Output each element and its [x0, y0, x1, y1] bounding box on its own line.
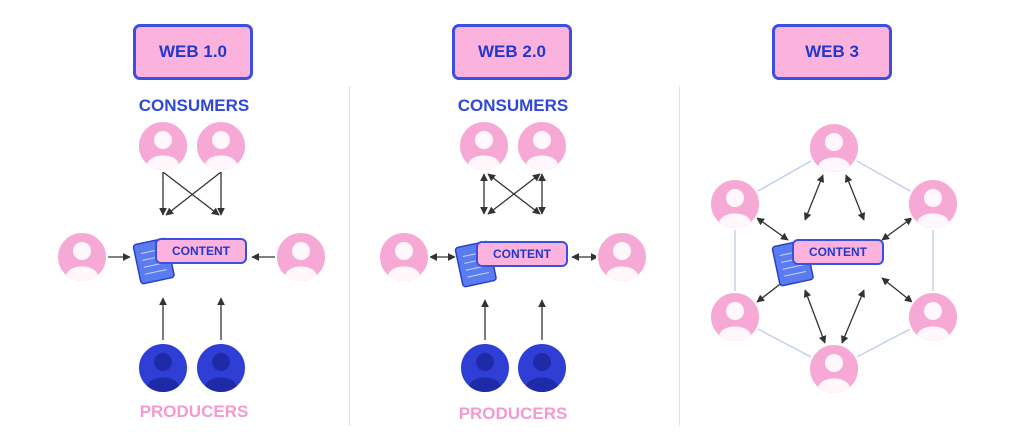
web2-arrow — [487, 173, 541, 215]
web2-consumers-label: CONSUMERS — [457, 96, 569, 115]
web2-producer-avatar — [459, 342, 511, 394]
web3-node-avatar — [907, 291, 959, 343]
web1-arrow — [165, 171, 222, 216]
web1-consumer-avatar — [137, 120, 189, 172]
web1-arrow — [162, 171, 220, 216]
web1-title-box: WEB 1.0 — [133, 24, 253, 80]
web3-arrow — [803, 174, 825, 221]
web1-consumer-avatar — [56, 231, 108, 283]
web1-producer-avatar — [195, 342, 247, 394]
web3-arrow — [756, 217, 789, 241]
web2-content-box: CONTENT — [476, 241, 568, 267]
web3-content-box: CONTENT — [792, 239, 884, 265]
web3-arrow — [881, 277, 913, 303]
web3-arrow — [881, 217, 913, 241]
web1-consumers-label: CONSUMERS — [138, 96, 250, 115]
web1-producers-label: PRODUCERS — [139, 402, 249, 421]
web3-arrow — [841, 289, 865, 344]
column-divider-1 — [349, 86, 350, 426]
web2-producer-avatar — [516, 342, 568, 394]
web1-producer-avatar — [137, 342, 189, 394]
web3-node-avatar — [808, 343, 860, 395]
web2-consumer-avatar — [596, 231, 648, 283]
web3-node-avatar — [907, 178, 959, 230]
web3-node-avatar — [709, 291, 761, 343]
web1-content-box: CONTENT — [155, 238, 247, 264]
web3-node-avatar — [709, 178, 761, 230]
web2-producers-label: PRODUCERS — [458, 404, 568, 423]
web3-arrow — [803, 289, 827, 344]
web3-title-box: WEB 3 — [772, 24, 892, 80]
web2-consumer-avatar — [458, 120, 510, 172]
web3-arrow — [844, 174, 866, 221]
web1-consumer-avatar — [275, 231, 327, 283]
web2-title-box: WEB 2.0 — [452, 24, 572, 80]
web3-node-avatar — [808, 122, 860, 174]
web2-consumer-avatar — [378, 231, 430, 283]
web1-consumer-avatar — [195, 120, 247, 172]
column-divider-2 — [679, 86, 680, 426]
web2-consumer-avatar — [516, 120, 568, 172]
